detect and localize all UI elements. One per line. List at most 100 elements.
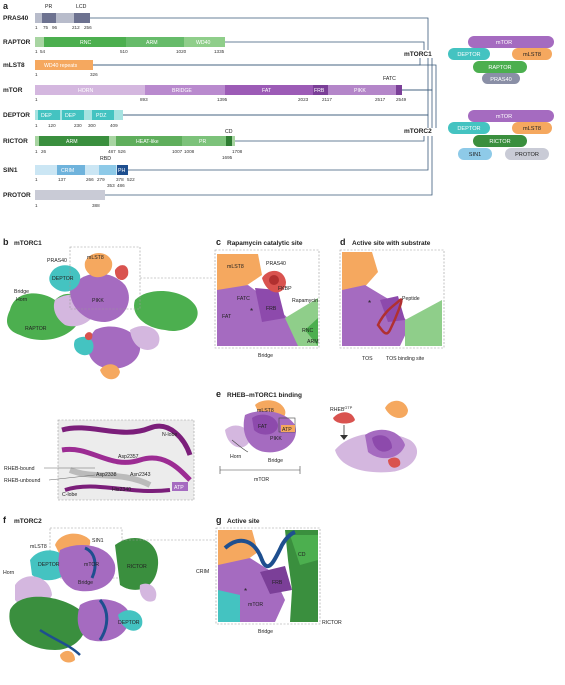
panel-f-label-rictor: RICTOR <box>127 564 147 570</box>
rictor-pr-domain <box>182 136 226 146</box>
panel-d-label-tos: TOS <box>362 356 373 362</box>
mtor-fatc-domain <box>396 85 402 95</box>
svg-text:2517: 2517 <box>375 97 386 102</box>
svg-text:2549: 2549 <box>396 97 407 102</box>
sin1-ticks: 1 137 266 279 353 378 486 522 <box>35 177 135 188</box>
panel-g-label-crim: CRIM <box>196 569 209 575</box>
mlst8-wd40-label: WD40 repeats <box>44 63 78 69</box>
svg-text:522: 522 <box>127 177 135 182</box>
svg-text:1335: 1335 <box>214 49 225 54</box>
panel-f-label-horn: Horn <box>3 570 14 576</box>
svg-text:120: 120 <box>48 123 56 128</box>
svg-text:137: 137 <box>58 177 66 182</box>
svg-text:1: 1 <box>35 177 38 182</box>
deptor-dep2-label: DEP <box>65 113 76 119</box>
svg-text:1: 1 <box>35 123 38 128</box>
rictor-heat-label: HEAT-like <box>136 139 159 145</box>
svg-text:1008: 1008 <box>184 149 195 154</box>
svg-text:PROTOR: PROTOR <box>515 152 539 158</box>
svg-text:1007: 1007 <box>172 149 183 154</box>
svg-text:279: 279 <box>97 177 105 182</box>
legend-rheb-unbound: RHEB-unbound <box>4 478 40 484</box>
svg-text:1: 1 <box>35 25 38 30</box>
svg-text:486: 486 <box>117 183 125 188</box>
svg-text:2117: 2117 <box>322 97 332 102</box>
svg-text:*: * <box>244 587 247 596</box>
panel-b-label-raptor: RAPTOR <box>25 326 47 332</box>
rictor-ticks: 1 26 487 526 1007 1008 1695 1708 <box>35 149 243 160</box>
rictor-pr-label: PR <box>199 139 206 145</box>
mtor-pikk-domain <box>328 85 396 95</box>
svg-text:388: 388 <box>92 203 100 208</box>
raptor-ticks: 1 54 510 1020 1335 <box>35 49 225 54</box>
complex-connectors <box>90 17 437 196</box>
raptor-rnc-label: RNC <box>80 40 91 46</box>
protor-ticks: 1 388 <box>35 203 100 208</box>
rheb-binding-view <box>219 400 418 474</box>
sin1-crim-domain <box>57 165 85 175</box>
svg-text:*: * <box>368 299 371 308</box>
svg-text:256: 256 <box>84 25 92 30</box>
svg-text:SIN1: SIN1 <box>469 152 481 158</box>
svg-text:DEPTOR: DEPTOR <box>457 126 480 132</box>
panel-label-d: d <box>340 237 346 247</box>
svg-text:DEPTOR: DEPTOR <box>457 52 480 58</box>
panel-b-label-pras40: PRAS40 <box>47 258 67 264</box>
mtor-frb-domain <box>313 85 328 95</box>
sin1-ph-label: PH <box>118 168 125 174</box>
panel-d-label-tos-binding-site: TOS binding site <box>386 356 424 362</box>
pras40-bar <box>35 13 90 23</box>
legend-rheb-bound: RHEB-bound <box>4 466 35 472</box>
panel-c-label-fkbp: FKBP <box>278 286 292 292</box>
deptor-dep1-domain <box>38 110 60 120</box>
raptor-rnc-domain <box>44 37 126 47</box>
panel-g-title: Active site <box>227 518 260 525</box>
protein-label-deptor: DEPTOR <box>3 112 30 119</box>
protor-bar <box>35 190 105 200</box>
svg-text:RAPTOR: RAPTOR <box>488 65 511 71</box>
panel-f-label-mlst8: mLST8 <box>30 544 47 550</box>
panel-e-label-atp: ATP <box>282 427 292 433</box>
panel-label-g: g <box>216 515 222 525</box>
inset-label-asp2338: Asp2338 <box>96 472 117 478</box>
protein-label-sin1: SIN1 <box>3 167 18 174</box>
svg-text:*: * <box>250 307 253 316</box>
svg-text:378: 378 <box>116 177 124 182</box>
svg-text:75: 75 <box>43 25 49 30</box>
protein-label-rictor: RICTOR <box>3 138 28 145</box>
substrate-site-view: * <box>339 249 445 349</box>
mlst8-bar <box>35 60 93 70</box>
panel-c-label-rapamycin: Rapamycin <box>292 298 318 304</box>
inset-label-asp2357: Asp2357 <box>118 454 139 460</box>
svg-text:487: 487 <box>108 149 116 154</box>
panel-g-label-cd: CD <box>298 552 306 558</box>
panel-e-label-horn: Horn <box>230 454 241 460</box>
inset-label-clobe: C-lobe <box>62 492 77 498</box>
svg-text:1: 1 <box>35 49 38 54</box>
raptor-wd40-domain <box>184 37 225 47</box>
panel-b-title: mTORC1 <box>14 240 42 247</box>
mtorc1-label: mTORC1 <box>404 51 432 58</box>
mtor-ticks: 1 893 1395 2023 2117 2517 2549 <box>35 97 407 102</box>
panel-e-label-pikk: PIKK <box>270 436 282 442</box>
sin1-rbd-label: RBD <box>100 156 111 162</box>
panel-e-label-bridge: Bridge <box>268 458 283 464</box>
rictor-cd-domain <box>226 136 232 146</box>
panel-label-b: b <box>3 237 9 247</box>
mtor-bridge-domain <box>145 85 225 95</box>
svg-text:mTOR: mTOR <box>496 114 512 120</box>
panel-e-title: RHEB–mTORC1 binding <box>227 392 302 399</box>
panel-c-label-frb: FRB <box>266 306 277 312</box>
mtor-bridge-label: BRIDGE <box>172 88 192 94</box>
panel-label-f: f <box>3 515 7 525</box>
mtor-fat-domain <box>225 85 313 95</box>
svg-text:510: 510 <box>120 49 128 54</box>
svg-text:26: 26 <box>41 149 47 154</box>
pras40-lcd-label: LCD <box>76 4 87 10</box>
svg-text:1395: 1395 <box>217 97 228 102</box>
panel-c-label-pras40: PRAS40 <box>266 261 286 267</box>
panel-e-label-fat: FAT <box>258 424 268 430</box>
svg-text:54: 54 <box>40 49 46 54</box>
panel-label-e: e <box>216 389 221 399</box>
panel-g-label-bridge: Bridge <box>258 629 273 635</box>
